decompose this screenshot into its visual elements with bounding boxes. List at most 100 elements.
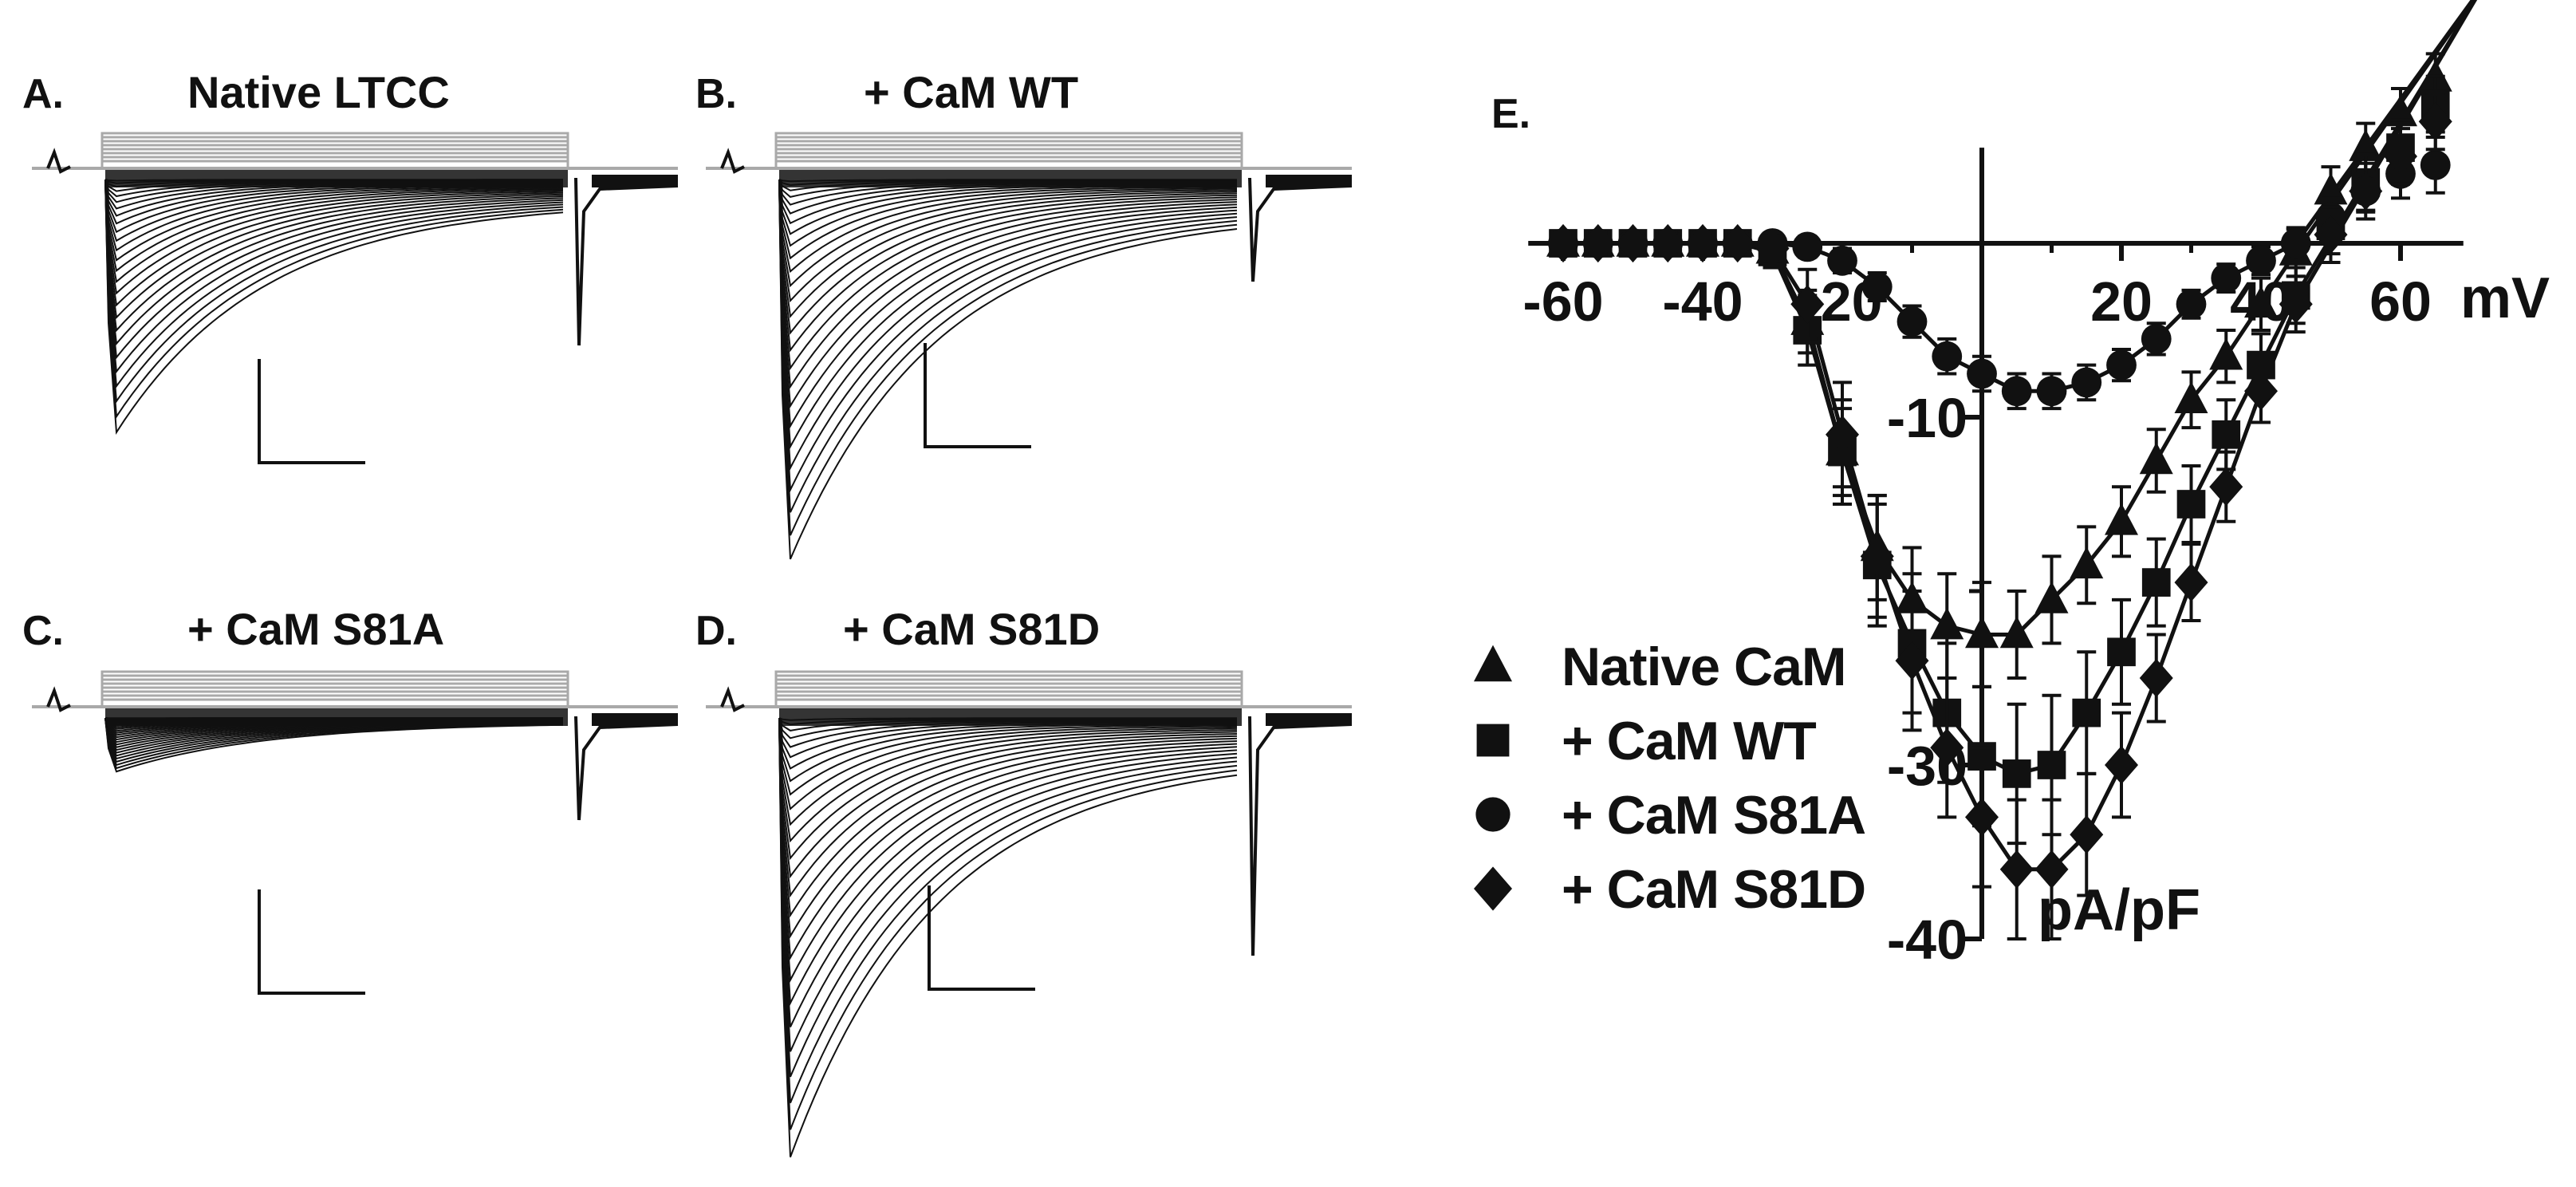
- voltage-step: [100, 694, 569, 707]
- current-trace: [778, 717, 1238, 826]
- data-point: [1581, 223, 1615, 263]
- current-trace: [778, 717, 1238, 1052]
- data-point: [2384, 136, 2417, 176]
- current-trace: [104, 179, 564, 346]
- data-point: [2420, 150, 2451, 180]
- data-point: [2105, 503, 2138, 535]
- data-point: [2174, 381, 2208, 413]
- data-point: [2418, 102, 2452, 141]
- data-point: [2034, 850, 2069, 889]
- noise-band: [105, 708, 568, 726]
- data-point: [1965, 798, 1999, 837]
- current-trace: [778, 717, 1238, 898]
- current-trace: [778, 717, 1238, 1130]
- data-point: [1826, 415, 1859, 454]
- data-point: [2209, 337, 2243, 370]
- data-point: [1755, 229, 1790, 268]
- current-traces-panel-c: [32, 670, 679, 995]
- data-point: [2176, 490, 2206, 519]
- current-trace: [104, 179, 564, 307]
- legend-marker-triangle: [1474, 645, 1512, 682]
- panel-b-label: B.: [695, 71, 737, 117]
- current-trace: [104, 179, 564, 360]
- legend-label: + CaM S81D: [1562, 859, 1865, 920]
- data-point: [2139, 658, 2173, 698]
- data-point: [1546, 223, 1580, 263]
- current-trace: [778, 179, 1238, 389]
- x-axis-unit: mV: [2460, 266, 2550, 330]
- panel-b-title: + CaM WT: [864, 67, 1078, 117]
- data-point: [2246, 245, 2276, 276]
- x-tick-label: 60: [2369, 270, 2432, 333]
- data-point: [2072, 698, 2101, 728]
- current-trace: [104, 179, 564, 374]
- legend-marker-circle: [1475, 797, 1511, 832]
- data-point: [1999, 850, 2034, 889]
- x-tick-label: -60: [1522, 270, 1603, 333]
- tail-current: [574, 716, 679, 821]
- capacitive-transient: [720, 148, 745, 174]
- x-tick-label: 20: [2090, 270, 2153, 333]
- data-point: [2209, 467, 2243, 507]
- scale-bar: [258, 359, 365, 464]
- data-point: [2141, 568, 2171, 597]
- current-trace: [104, 179, 564, 262]
- data-point: [2174, 562, 2208, 602]
- data-point: [2176, 289, 2207, 320]
- data-point: [2349, 172, 2383, 211]
- current-trace: [778, 179, 1238, 274]
- voltage-step: [100, 670, 569, 707]
- current-trace: [778, 717, 1238, 960]
- current-trace: [778, 717, 1238, 939]
- data-point: [2139, 442, 2173, 475]
- legend: Native CaM+ CaM WT+ CaM S81A+ CaM S81D: [1474, 637, 1866, 920]
- data-point: [1999, 616, 2034, 649]
- current-traces-panel-d: [706, 670, 1353, 1157]
- current-trace: [104, 179, 564, 283]
- voltage-step: [100, 160, 569, 168]
- data-point: [2070, 815, 2104, 854]
- data-point: [1616, 223, 1650, 263]
- data-point: [1792, 231, 1823, 262]
- voltage-step: [774, 132, 1243, 168]
- panel-e-label: E.: [1491, 91, 1530, 137]
- data-point: [1895, 641, 1929, 680]
- current-trace: [778, 179, 1238, 288]
- voltage-step: [100, 698, 569, 707]
- current-trace: [778, 717, 1238, 984]
- data-point: [1965, 616, 1999, 649]
- data-point: [2002, 759, 2031, 788]
- y-tick-label: -10: [1887, 387, 1967, 449]
- data-point: [2034, 581, 2069, 613]
- data-point: [2280, 228, 2311, 258]
- current-trace: [104, 179, 564, 388]
- current-trace: [104, 179, 564, 420]
- current-trace: [104, 717, 564, 773]
- voltage-step: [100, 156, 569, 168]
- data-point: [1860, 537, 1894, 576]
- noise-band: [105, 170, 568, 187]
- current-trace: [778, 717, 1238, 918]
- current-trace: [778, 179, 1238, 513]
- scale-bar: [924, 343, 1031, 448]
- data-point: [2107, 637, 2136, 667]
- voltage-step: [774, 156, 1243, 168]
- legend-marker-diamond: [1474, 866, 1512, 911]
- data-point: [1897, 306, 1928, 337]
- current-trace: [778, 179, 1238, 318]
- panel-a-title: Native LTCC: [187, 67, 450, 117]
- data-point: [2001, 376, 2032, 407]
- current-trace: [778, 179, 1238, 353]
- current-trace: [778, 717, 1238, 879]
- capacitive-transient: [720, 686, 745, 712]
- panel-d-label: D.: [695, 608, 737, 654]
- data-point: [2244, 286, 2278, 318]
- data-point: [1651, 223, 1685, 263]
- data-point: [1827, 245, 1857, 276]
- tail-noise: [1266, 713, 1352, 726]
- capacitive-transient: [46, 686, 71, 712]
- legend-label: Native CaM: [1562, 637, 1846, 697]
- current-trace: [778, 179, 1238, 560]
- current-trace: [104, 179, 564, 404]
- panel-c-title: + CaM S81A: [187, 604, 444, 654]
